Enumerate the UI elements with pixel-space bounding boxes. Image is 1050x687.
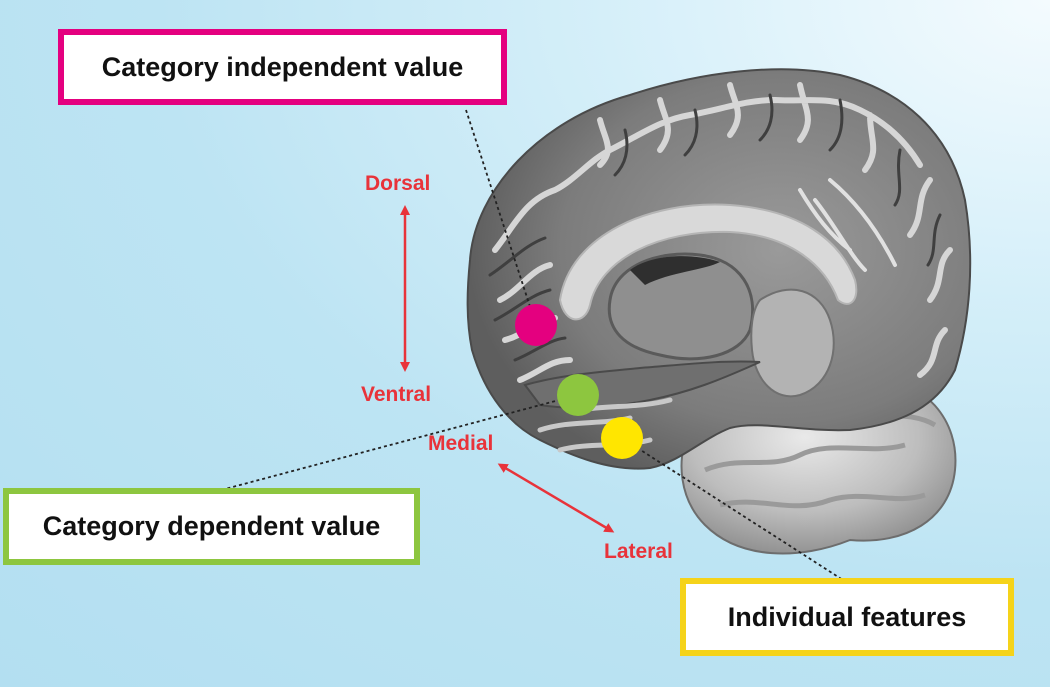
corpus-callosum — [558, 203, 858, 321]
category-dependent-value-marker — [557, 374, 599, 416]
leader-line-category-independent — [465, 109, 537, 326]
category-independent-value-label: Category independent value — [58, 29, 507, 105]
individual-features-marker — [601, 417, 643, 459]
brainstem-region — [750, 288, 835, 398]
individual-features-label: Individual features — [680, 578, 1014, 656]
ventricle — [630, 256, 720, 285]
ventral-label: Ventral — [361, 383, 432, 406]
medial-lateral-arrow — [497, 463, 615, 533]
leader-line-individual-features — [621, 437, 844, 581]
lateral-label: Lateral — [604, 540, 673, 563]
category-dependent-value-label: Category dependent value — [3, 488, 420, 565]
dorsal-label: Dorsal — [365, 172, 431, 195]
sulci-dark — [488, 93, 942, 362]
occipital-folds — [798, 178, 897, 272]
category-independent-value-marker — [515, 304, 557, 346]
medial-label: Medial — [428, 432, 494, 455]
